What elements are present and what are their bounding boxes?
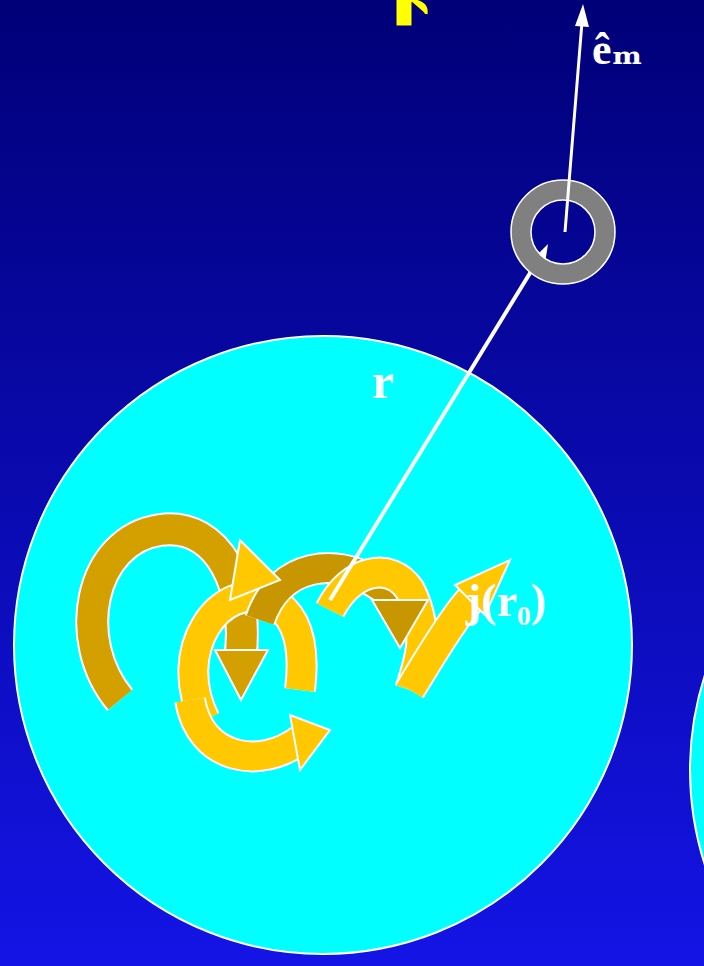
current-density-label: j(r₀) [466, 578, 546, 624]
detector-ring [521, 190, 605, 274]
second-body [690, 460, 704, 966]
unit-vector-arrowhead [575, 4, 589, 27]
position-vector [330, 260, 538, 600]
title-fragment [398, 0, 426, 24]
ring-outline [511, 180, 615, 284]
current-arrowheads [215, 540, 510, 770]
current-body [14, 336, 632, 954]
ring-outline [531, 200, 595, 264]
unit-vector [565, 22, 582, 232]
unit-vector-label: êₘ [592, 28, 644, 72]
vector-label: r [372, 356, 394, 406]
current-loops [92, 529, 470, 756]
